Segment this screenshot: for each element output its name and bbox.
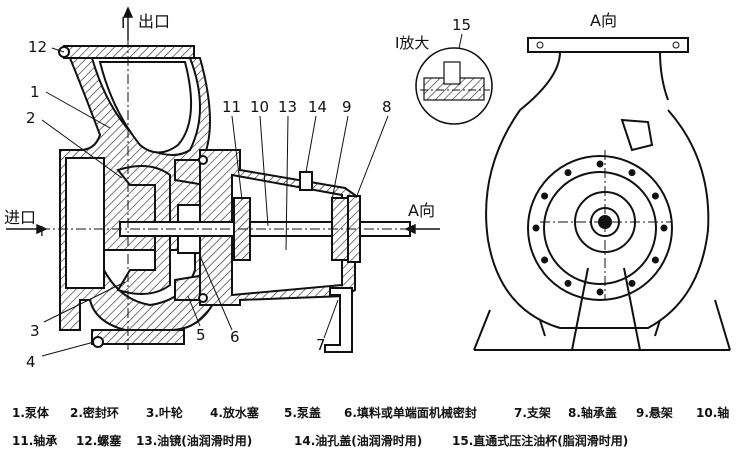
- end-outlet-flange: [527, 37, 689, 53]
- view-a-title: A向: [590, 11, 617, 30]
- callout-14: 14: [308, 98, 327, 116]
- view-a-arrowhead: [404, 223, 416, 235]
- outlet-marker: I: [121, 14, 125, 32]
- cover-bolt: [596, 288, 604, 296]
- end-bolt-circle: [532, 160, 668, 296]
- outlet-arrowhead: [122, 6, 134, 18]
- cover-bolt: [532, 224, 540, 232]
- volute-passage: [98, 61, 193, 154]
- callout-11: 11: [222, 98, 241, 116]
- end-cover-circle: [543, 171, 657, 285]
- support-bracket: [324, 287, 353, 353]
- legend-item-9: 9.悬架: [636, 406, 673, 420]
- callout-6: 6: [230, 328, 240, 346]
- leader-1: [45, 91, 111, 129]
- enlarged-label: I放大: [395, 34, 429, 52]
- leader-13: [285, 115, 289, 251]
- cover-bolt: [541, 192, 549, 200]
- callout-1: 1: [30, 83, 40, 101]
- cover-bolt: [564, 169, 572, 177]
- callout-7: 7: [316, 336, 326, 354]
- callout-9: 9: [342, 98, 352, 116]
- callout-4: 4: [26, 353, 36, 371]
- impeller: [116, 165, 171, 295]
- callout-5: 5: [196, 326, 206, 344]
- callout-12: 12: [28, 38, 47, 56]
- section-view: [58, 45, 411, 353]
- cover-bolt-top: [198, 155, 208, 165]
- cover-bolt: [596, 160, 604, 168]
- leader-7: [323, 299, 339, 339]
- screw-plug: [58, 46, 70, 58]
- legend-item-7: 7.支架: [514, 406, 551, 420]
- legend-item-6: 6.填料或单端面机械密封: [344, 406, 477, 420]
- leader-8: [355, 115, 389, 199]
- callout-3: 3: [30, 322, 40, 340]
- legend-item-11: 11.轴承: [12, 434, 58, 448]
- end-base-feet: [539, 319, 661, 337]
- oil-hole-cover: [299, 171, 313, 191]
- end-casing-circle: [527, 155, 673, 301]
- cover-bolt: [651, 256, 659, 264]
- cover-bolt: [564, 279, 572, 287]
- cover-bolt: [660, 224, 668, 232]
- leader-3: [43, 281, 126, 323]
- cover-bolt-bottom: [198, 293, 208, 303]
- legend-item-2: 2.密封环: [70, 406, 119, 420]
- inlet-label: 进口: [4, 208, 36, 227]
- end-outlet-neck: [519, 51, 669, 111]
- callout-15: 15: [452, 16, 471, 34]
- cover-bolt: [651, 192, 659, 200]
- cover-bolt: [628, 279, 636, 287]
- cover-bolt: [541, 256, 549, 264]
- leader-6: [199, 255, 233, 331]
- callout-2: 2: [26, 109, 36, 127]
- view-a-arrow-label: A向: [408, 201, 435, 220]
- legend-item-5: 5.泵盖: [284, 406, 321, 420]
- legend-item-10: 10.轴: [696, 406, 730, 420]
- cover-bolt: [628, 169, 636, 177]
- legend-item-3: 3.叶轮: [146, 406, 183, 420]
- leader-9: [331, 115, 349, 201]
- leader-2: [41, 119, 123, 179]
- leader-11: [231, 115, 243, 201]
- leader-14: [305, 115, 317, 173]
- callout-13: 13: [278, 98, 297, 116]
- casing-foot: [91, 329, 185, 345]
- end-base: [473, 299, 731, 351]
- detail-enlarged: I放大: [395, 34, 493, 125]
- legend-item-8: 8.轴承盖: [568, 406, 617, 420]
- callout-8: 8: [382, 98, 392, 116]
- end-volute-outline: [485, 109, 710, 329]
- legend-item-12: 12.螺塞: [76, 434, 122, 448]
- leader-12: [51, 47, 65, 53]
- legend-item-4: 4.放水塞: [210, 406, 259, 420]
- end-side-rib: [620, 118, 654, 152]
- leader-5: [187, 295, 201, 327]
- inlet-throat: [65, 157, 105, 289]
- legend-item-15: 15.直通式压注油杯(脂润滑时用): [452, 434, 629, 448]
- drain-plug: [92, 336, 104, 348]
- legend-item-14: 14.油孔盖(油润滑时用): [294, 434, 423, 448]
- inlet-marker: I: [40, 225, 44, 240]
- outlet-flange: [63, 45, 195, 59]
- leader-4: [41, 341, 95, 357]
- outlet-label: 出口: [138, 12, 170, 31]
- callout-10: 10: [250, 98, 269, 116]
- leader-10: [259, 115, 269, 227]
- legend-item-13: 13.油镜(油润滑时用): [136, 434, 253, 448]
- detail-grease-cup: [443, 61, 461, 85]
- legend-item-1: 1.泵体: [12, 406, 49, 420]
- inlet-arrowhead: [36, 223, 48, 235]
- end-view: A向: [473, 11, 731, 351]
